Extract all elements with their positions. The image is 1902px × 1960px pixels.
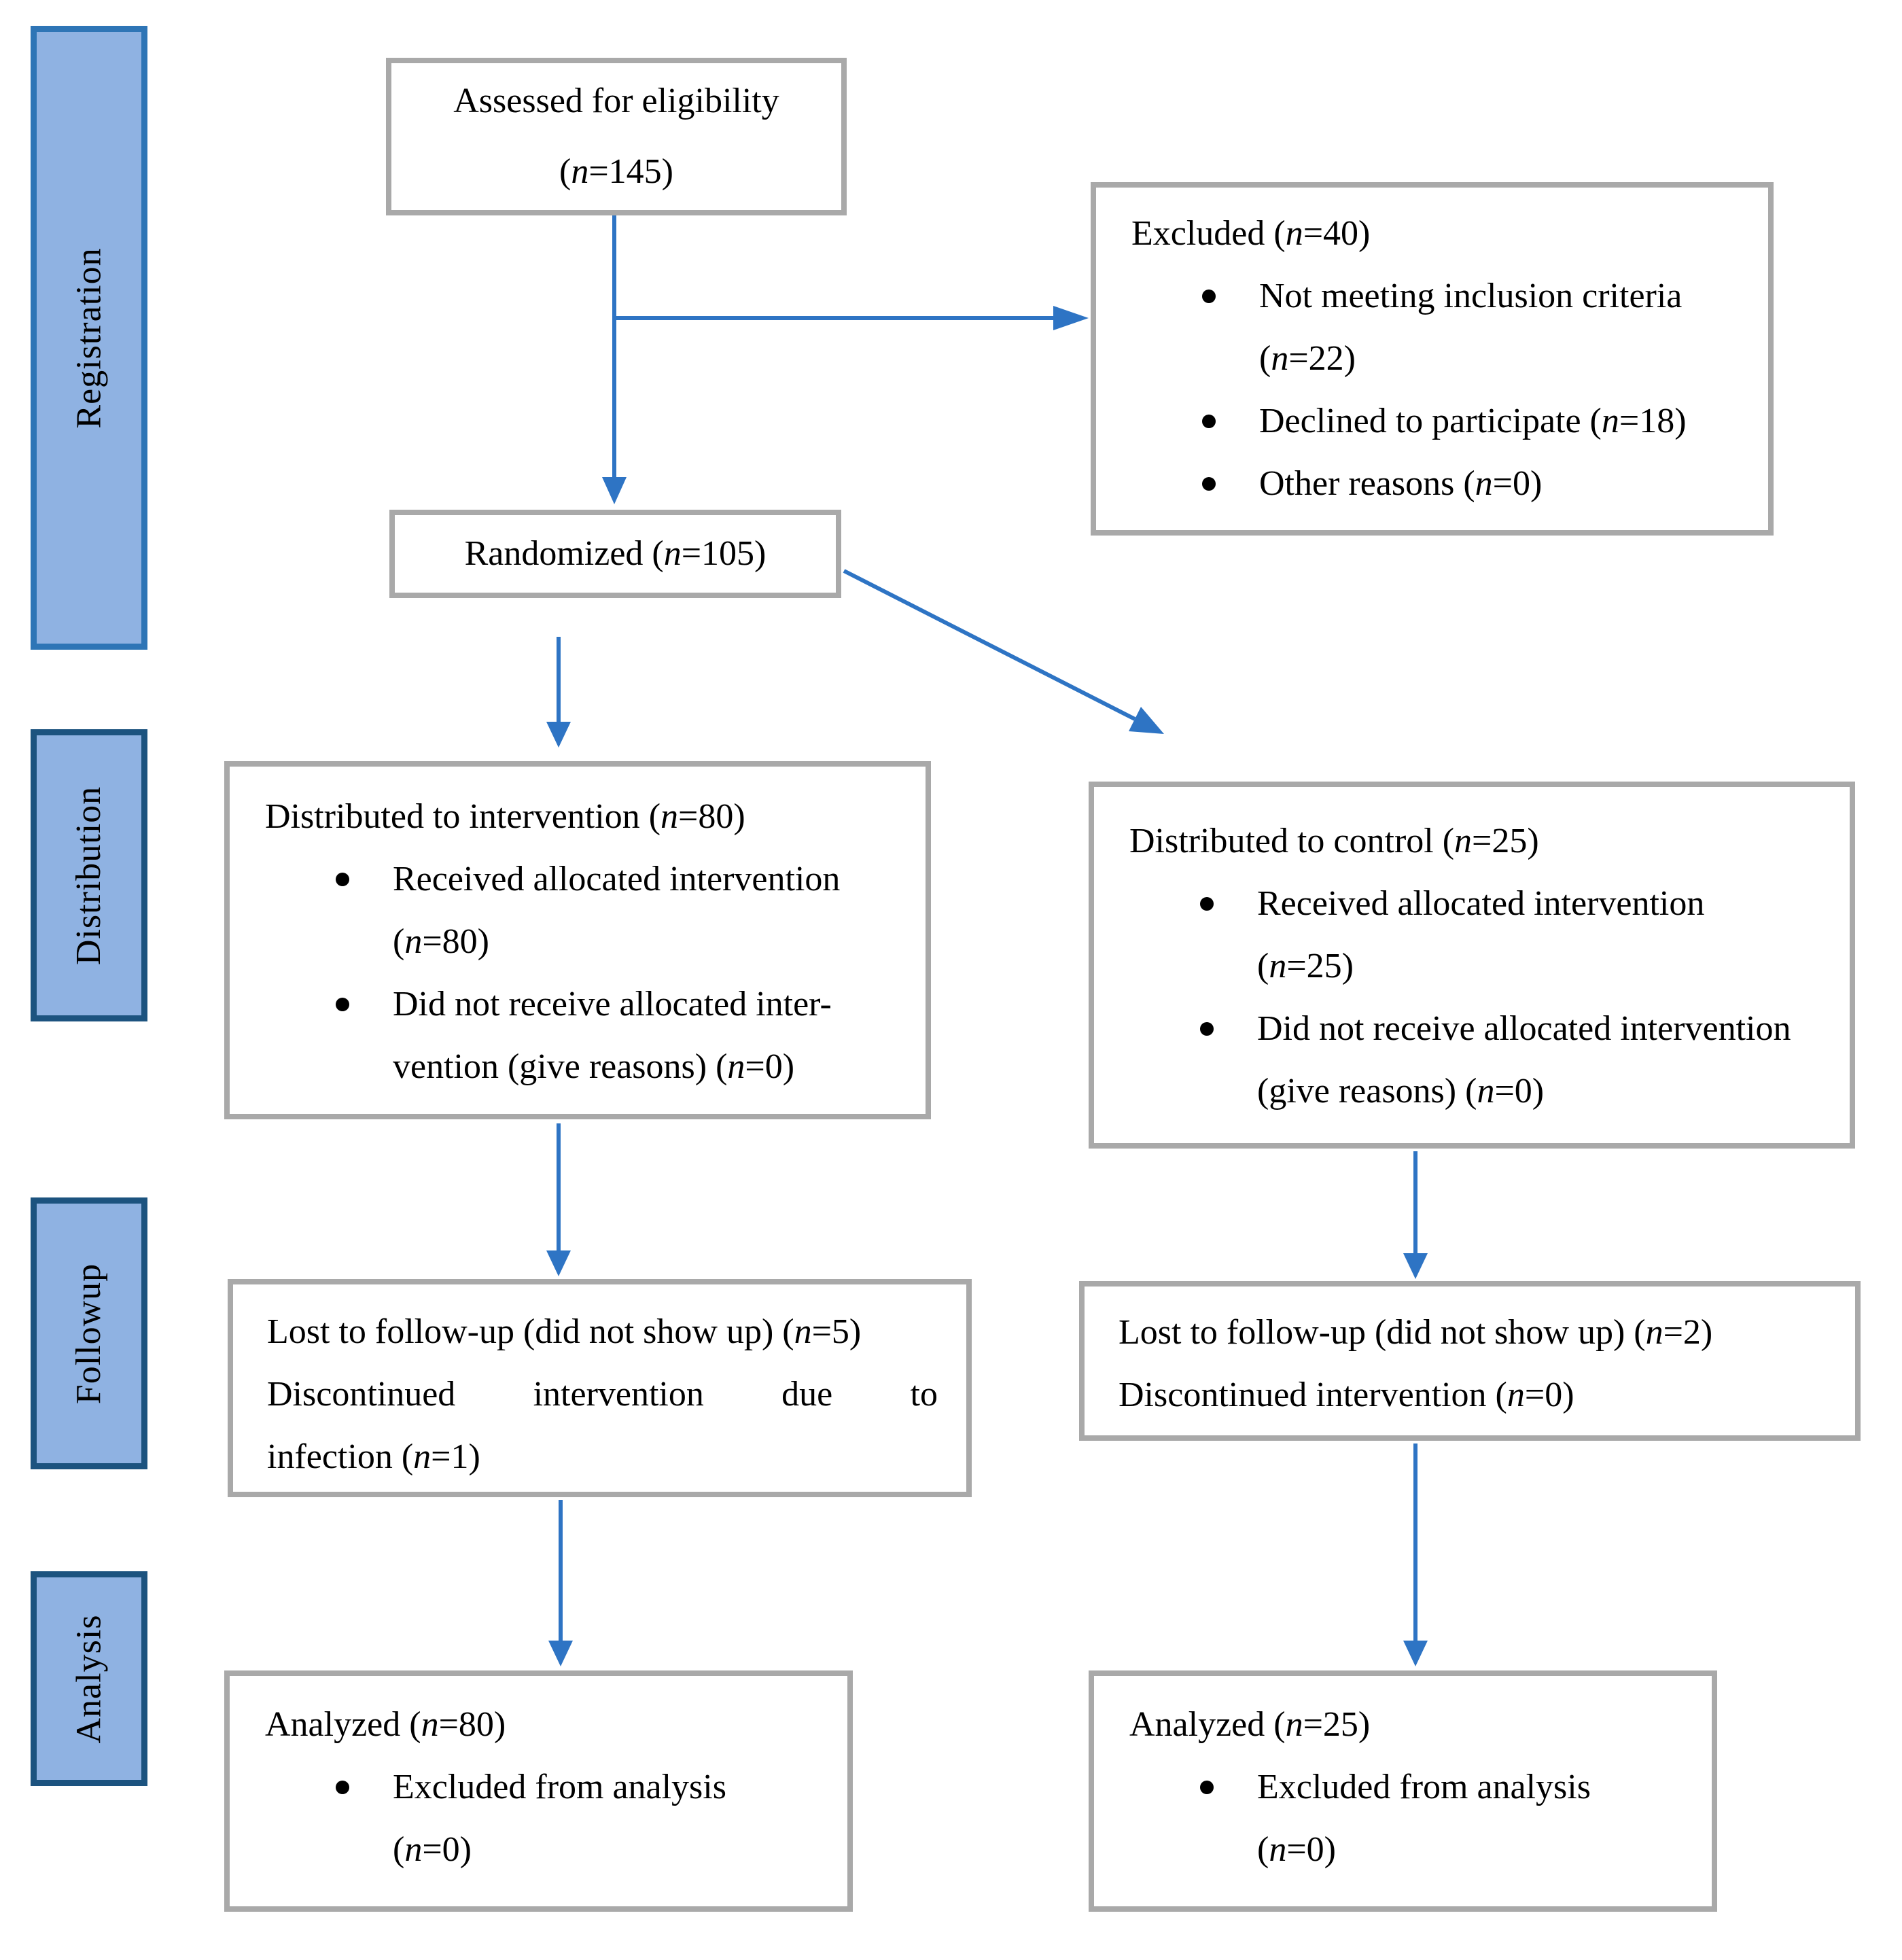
node-distributed-to-intervention: Distributed to intervention (n=80) Recei… <box>224 761 931 1119</box>
bullet-icon <box>336 1781 349 1794</box>
bullet-icon <box>1202 477 1216 491</box>
list-item: Excluded from analysis (n=0) <box>265 1756 839 1881</box>
bullet-icon <box>1200 897 1214 911</box>
arrow-assessed-to-randomized <box>602 215 627 504</box>
bullet-icon <box>336 873 349 886</box>
list-item: Not meeting inclusion criteria (n=22) <box>1131 265 1756 390</box>
stage-box-analysis: Analysis <box>31 1571 147 1786</box>
bullet-text: Received allocated intervention (n=80) <box>393 860 841 961</box>
node-title: Randomized (n=105) <box>464 534 767 573</box>
stage-label-followup: Followup <box>69 1263 109 1404</box>
list-item: Received allocated intervention (n=80) <box>265 848 917 973</box>
node-title: Analyzed (n=80) <box>265 1705 506 1744</box>
arrow-intervention-to-followup <box>546 1123 571 1276</box>
node-followup-intervention: Lost to follow-up (did not show up) (n=5… <box>228 1279 972 1497</box>
bullet-icon <box>336 998 349 1011</box>
arrow-branch-to-excluded <box>616 306 1089 330</box>
stage-box-distribution: Distribution <box>31 729 147 1021</box>
node-title: Excluded (n=40) <box>1131 214 1371 253</box>
arrow-control-to-followup <box>1403 1151 1428 1279</box>
node-title: Assessed for eligibility <box>453 82 779 120</box>
bullet-text: Did not receive allocated inter- vention… <box>393 985 832 1086</box>
list-item: Excluded from analysis (n=0) <box>1129 1756 1704 1881</box>
stage-label-registration: Registration <box>69 247 109 429</box>
node-title: Analyzed (n=25) <box>1129 1705 1371 1744</box>
arrow-randomized-to-control <box>843 569 1164 734</box>
bullet-text: Other reasons (n=0) <box>1259 464 1543 503</box>
node-analyzed-intervention: Analyzed (n=80) Excluded from analysis (… <box>224 1670 853 1912</box>
arrow-followup-to-analyzed-control <box>1403 1443 1428 1666</box>
followup-line: infection (n=1) <box>267 1437 480 1476</box>
bullet-text: Excluded from analysis (n=0) <box>1257 1768 1591 1869</box>
node-followup-control: Lost to follow-up (did not show up) (n=2… <box>1079 1281 1861 1441</box>
node-analyzed-control: Analyzed (n=25) Excluded from analysis (… <box>1089 1670 1717 1912</box>
followup-line: Lost to follow-up (did not show up) (n=5… <box>267 1312 862 1351</box>
bullet-text: Received allocated intervention (n=25) <box>1257 884 1705 985</box>
bullet-text: Excluded from analysis (n=0) <box>393 1768 726 1869</box>
bullet-text: Not meeting inclusion criteria (n=22) <box>1259 277 1683 378</box>
stage-box-followup: Followup <box>31 1197 147 1469</box>
bullet-text: Declined to participate (n=18) <box>1259 402 1687 440</box>
list-item: Declined to participate (n=18) <box>1131 390 1756 453</box>
followup-line: Lost to follow-up (did not show up) (n=2… <box>1119 1313 1713 1352</box>
bullet-icon <box>1202 415 1216 428</box>
node-title: Distributed to control (n=25) <box>1129 822 1539 860</box>
bullet-icon <box>1200 1022 1214 1036</box>
node-title: Distributed to intervention (n=80) <box>265 797 745 836</box>
node-randomized: Randomized (n=105) <box>389 510 841 598</box>
bullet-text: Did not receive allocated intervention (… <box>1257 1009 1791 1110</box>
node-distributed-to-control: Distributed to control (n=25) Received a… <box>1089 782 1855 1149</box>
followup-line: Discontinued intervention (n=0) <box>1119 1376 1574 1414</box>
list-item: Did not receive allocated intervention (… <box>1129 998 1842 1123</box>
arrow-followup-to-analyzed-intervention <box>548 1500 573 1666</box>
node-count: (n=145) <box>559 152 673 191</box>
stage-label-analysis: Analysis <box>69 1614 109 1743</box>
stage-box-registration: Registration <box>31 26 147 650</box>
node-excluded: Excluded (n=40) Not meeting inclusion cr… <box>1091 182 1774 536</box>
list-item: Received allocated intervention (n=25) <box>1129 873 1842 998</box>
list-item: Other reasons (n=0) <box>1131 453 1756 515</box>
stage-label-distribution: Distribution <box>69 786 109 965</box>
arrow-randomized-to-intervention <box>546 637 571 748</box>
bullet-icon <box>1202 290 1216 303</box>
list-item: Did not receive allocated inter- vention… <box>265 973 917 1098</box>
node-assessed-for-eligibility: Assessed for eligibility (n=145) <box>386 58 847 215</box>
bullet-icon <box>1200 1781 1214 1794</box>
followup-line: Discontinued intervention due to <box>267 1375 938 1414</box>
